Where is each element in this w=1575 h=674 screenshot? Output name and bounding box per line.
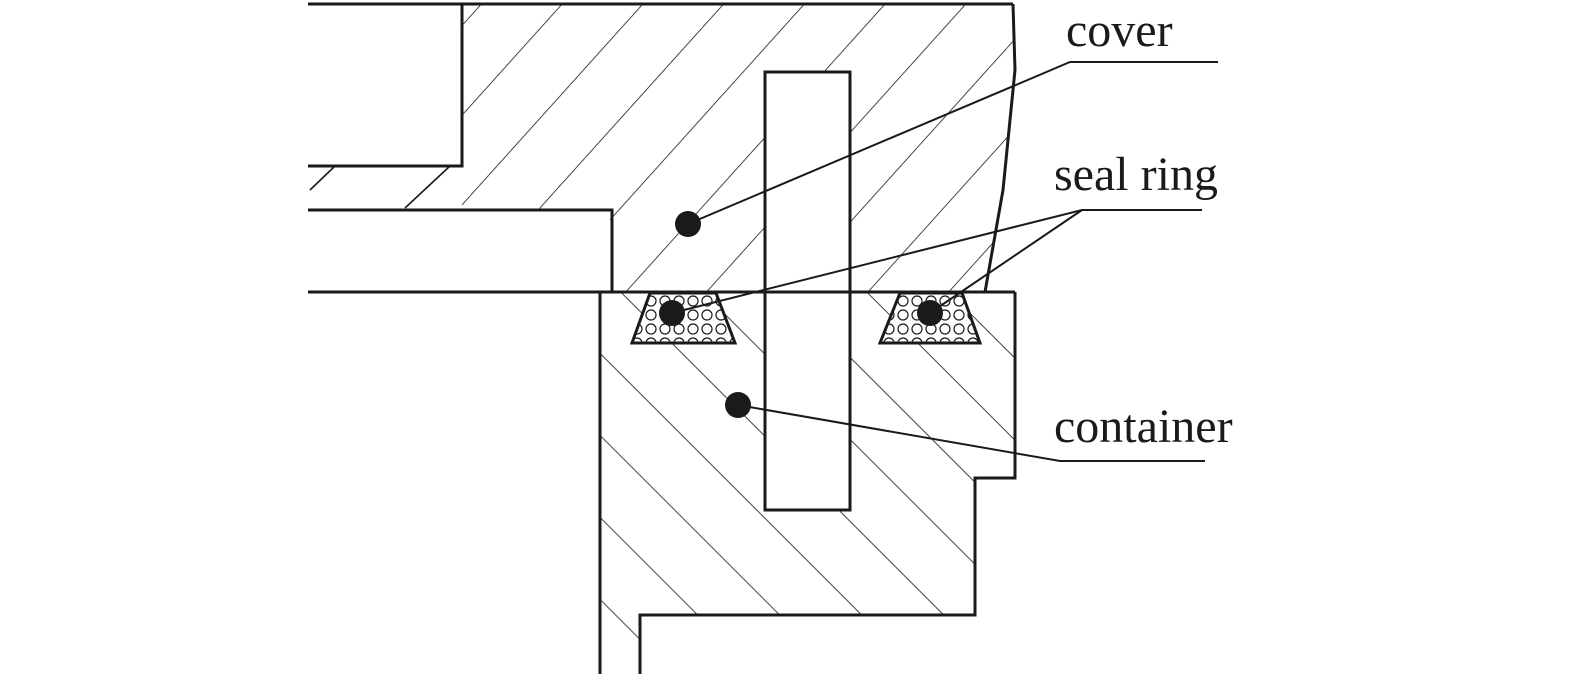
cover-leader xyxy=(687,61,1218,225)
label-seal-ring: seal ring xyxy=(1054,148,1218,201)
leader-dots xyxy=(659,211,943,418)
seal-ring-leader-right xyxy=(929,209,1083,314)
container-dot xyxy=(725,392,751,418)
container-leader xyxy=(737,404,1205,462)
seal-ring-dot-right xyxy=(917,300,943,326)
seal-ring-dot-left xyxy=(659,300,685,326)
leader-lines xyxy=(671,61,1218,462)
cover-body xyxy=(309,4,1015,292)
cover-dot xyxy=(675,211,701,237)
label-container: container xyxy=(1054,400,1233,453)
label-cover: cover xyxy=(1066,4,1173,57)
part-outlines xyxy=(308,2,1017,674)
